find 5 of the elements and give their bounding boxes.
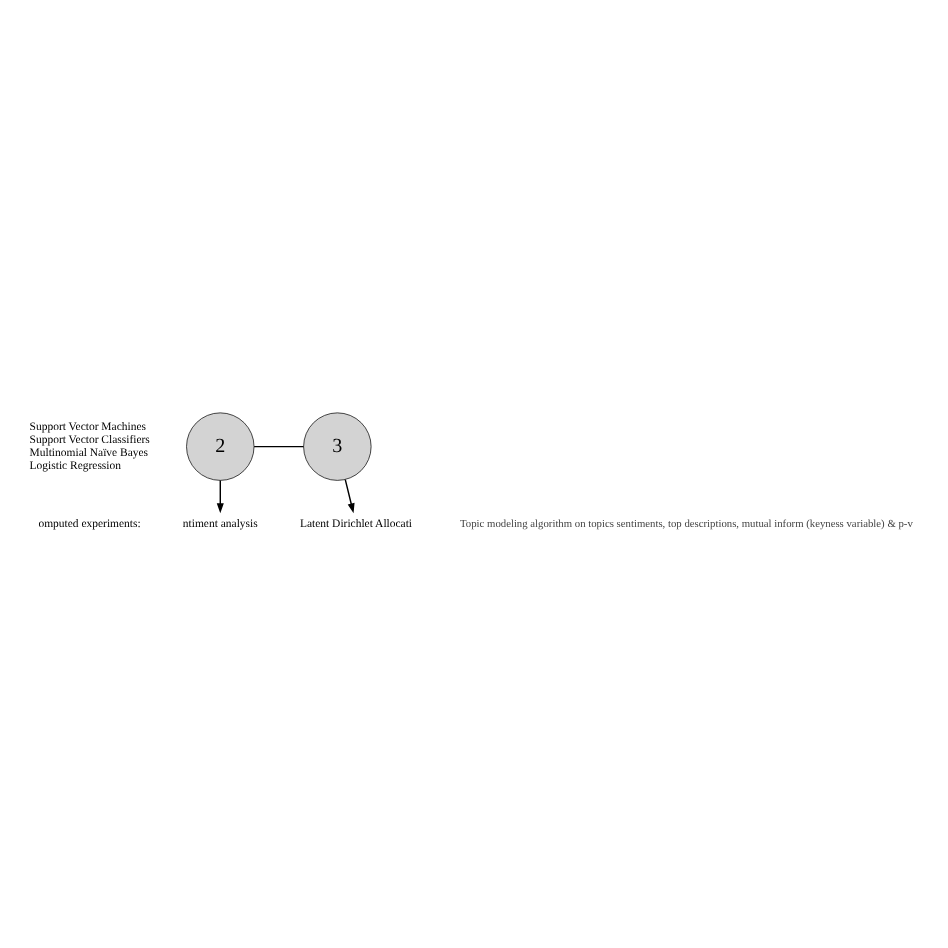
arrow [344,477,355,513]
connector [253,444,305,447]
node-circle: 3 [303,411,372,480]
arrow [216,478,224,513]
node-circle: 2 [186,411,255,480]
